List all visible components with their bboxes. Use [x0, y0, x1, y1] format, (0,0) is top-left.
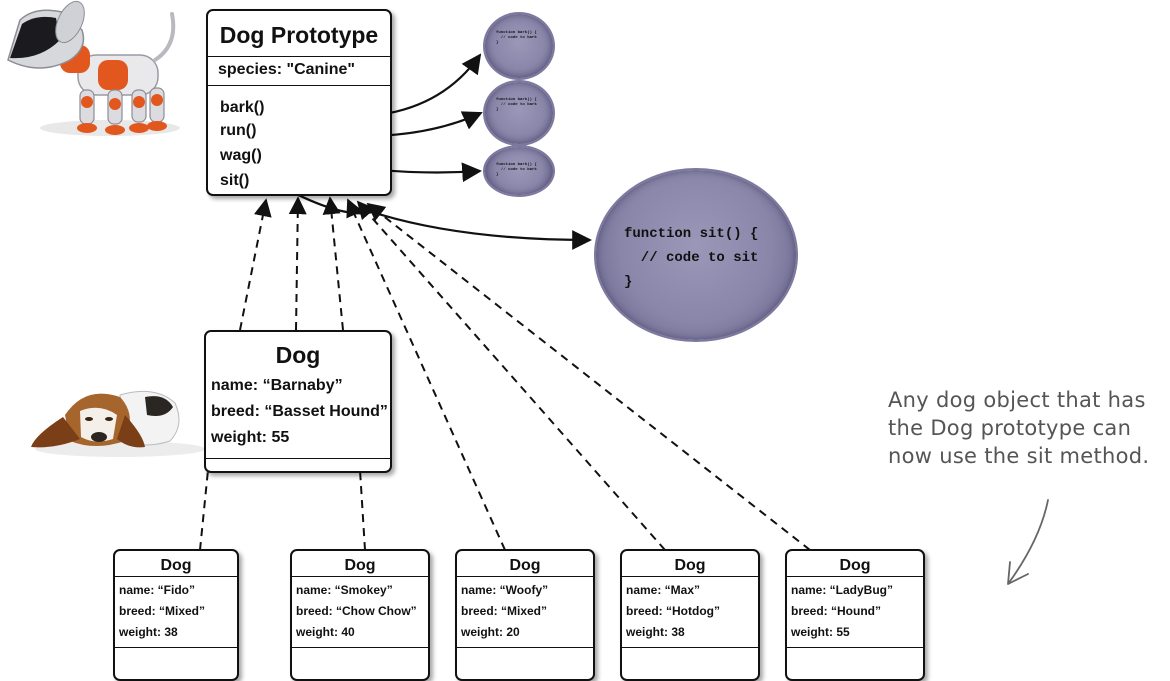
sit-function-code: function sit() { // code to sit } — [624, 226, 759, 290]
smokey-breed: breed: “Chow Chow” — [296, 604, 417, 618]
sit-function-bubble: function sit() { // code to sit } — [596, 170, 796, 340]
woofy-title: Dog — [509, 557, 541, 574]
smokey-weight: weight: 40 — [296, 625, 355, 639]
fido-breed: breed: “Mixed” — [119, 604, 206, 618]
max-title: Dog — [674, 557, 706, 574]
bark-function-code: function bark() { // code to bark } — [496, 31, 537, 45]
dog-prototype-box: Dog Prototype species: "Canine" bark() r… — [206, 9, 392, 196]
barnaby-breed: breed: “Basset Hound” — [211, 403, 388, 420]
smokey-title: Dog — [344, 557, 376, 574]
max-name: name: “Max” — [626, 583, 701, 597]
max-breed: breed: “Hotdog” — [626, 604, 720, 618]
fido-barnaby-link — [199, 469, 209, 551]
method-sit: sit() — [220, 172, 250, 189]
barnaby-title: Dog — [275, 342, 321, 368]
wag-function-code: function bark() { // code to bark } — [496, 163, 537, 177]
annotation-arrow — [1007, 499, 1049, 585]
woofy-proto-link — [346, 198, 506, 551]
smokey-barnaby-link — [359, 469, 366, 551]
bark-function-bubble: function bark() { // code to bark } — [485, 14, 553, 78]
barnaby-name: name: “Barnaby” — [211, 377, 343, 394]
dog-box-max: Dog name: “Max” breed: “Hotdog” weight: … — [620, 549, 760, 681]
barnaby-proto-link-3 — [322, 196, 344, 331]
max-weight: weight: 38 — [626, 625, 685, 639]
dog-box-woofy: Dog name: “Woofy” breed: “Mixed” weight:… — [455, 549, 595, 681]
dog-box-smokey: Dog name: “Smokey” breed: “Chow Chow” we… — [290, 549, 430, 681]
woofy-weight: weight: 20 — [461, 625, 520, 639]
dog-box-fido: Dog name: “Fido” breed: “Mixed” weight: … — [113, 549, 239, 681]
ladybug-proto-link — [366, 202, 811, 551]
fido-title: Dog — [160, 557, 192, 574]
ladybug-name: name: “LadyBug” — [791, 583, 894, 597]
method-bark: bark() — [220, 99, 265, 116]
woofy-breed: breed: “Mixed” — [461, 604, 548, 618]
run-function-bubble: function bark() { // code to bark } — [485, 82, 553, 144]
wag-function-bubble: function bark() { // code to bark } — [485, 147, 553, 195]
woofy-name: name: “Woofy” — [461, 583, 549, 597]
dog-box-ladybug: Dog name: “LadyBug” breed: “Hound” weigh… — [785, 549, 925, 681]
run-function-code: function bark() { // code to bark } — [496, 98, 537, 112]
sit-method-annotation: Any dog object that has the Dog prototyp… — [888, 386, 1149, 470]
annotation-line-2: the Dog prototype can — [888, 416, 1132, 440]
ladybug-breed: breed: “Hound” — [791, 604, 881, 618]
method-wag: wag() — [220, 147, 262, 164]
robot-dog-image — [7, 0, 180, 136]
prototype-title: Dog Prototype — [219, 22, 379, 48]
ladybug-title: Dog — [839, 557, 871, 574]
ladybug-weight: weight: 55 — [791, 625, 850, 639]
barnaby-proto-link-1 — [239, 198, 272, 331]
max-proto-link — [356, 200, 666, 551]
prototype-species: species: "Canine" — [218, 61, 355, 78]
fido-weight: weight: 38 — [119, 625, 178, 639]
smokey-name: name: “Smokey” — [296, 583, 393, 597]
annotation-line-1: Any dog object that has — [888, 388, 1146, 412]
annotation-line-3: now use the sit method. — [888, 444, 1150, 468]
basset-hound-image — [31, 390, 205, 457]
method-run: run() — [220, 122, 257, 139]
fido-name: name: “Fido” — [119, 583, 196, 597]
barnaby-weight: weight: 55 — [211, 429, 290, 446]
barnaby-dog-box: Dog name: “Barnaby” breed: “Basset Hound… — [204, 330, 392, 473]
barnaby-proto-link-2 — [288, 196, 307, 331]
